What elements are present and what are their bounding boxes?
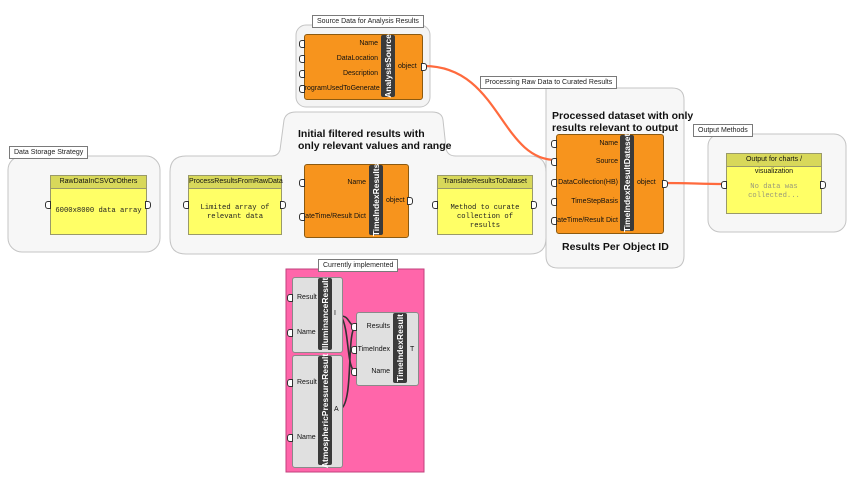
analysis-source-output-object[interactable]: object bbox=[398, 63, 417, 70]
panel-translate-input-grip[interactable] bbox=[432, 201, 438, 209]
dataset-input-dict[interactable]: DateTime/Result Dict bbox=[552, 217, 618, 224]
analysis-source-input-description[interactable]: Description bbox=[342, 70, 378, 77]
panel-output[interactable]: Output for charts / visualization No dat… bbox=[726, 153, 822, 214]
component-time-index-result-title-bar: TimeIndexResult bbox=[393, 313, 407, 383]
panel-raw-data[interactable]: RawDataInCSVOrOthers 6000x8000 data arra… bbox=[50, 175, 147, 235]
component-time-index-results-title: TimeIndexResults bbox=[371, 163, 381, 237]
group-output-tab: Output Methods bbox=[693, 124, 753, 137]
component-illuminance-result[interactable] bbox=[292, 277, 343, 353]
atmospheric-grip-2[interactable] bbox=[287, 434, 293, 442]
panel-output-input-grip[interactable] bbox=[721, 181, 727, 189]
group-implemented-tab: Currently implemented bbox=[318, 259, 399, 272]
illuminance-input-result[interactable]: Result bbox=[297, 294, 317, 301]
group-processing-title-line1: Processed dataset with only bbox=[552, 110, 694, 122]
component-time-index-result-title: TimeIndexResult bbox=[395, 314, 405, 382]
time-index-result-input-timeindex[interactable]: TimeIndex bbox=[357, 346, 390, 353]
dataset-output-object[interactable]: object bbox=[637, 179, 656, 186]
group-processing-tab: Processing Raw Data to Curated Results bbox=[480, 76, 618, 89]
panel-output-text: No data was collected... bbox=[748, 183, 800, 200]
component-illuminance-result-title: IlluminanceResult bbox=[320, 277, 330, 351]
analysis-source-grip-1[interactable] bbox=[299, 40, 305, 48]
dataset-input-datacollection[interactable]: DataCollection(HB) bbox=[558, 179, 618, 186]
wire-dataset-to-output bbox=[661, 181, 725, 186]
time-index-results-grip-1[interactable] bbox=[299, 179, 305, 187]
component-time-index-result-dataset[interactable] bbox=[556, 134, 664, 234]
component-atmospheric-pressure-result-title: AtmosphericPressureResult bbox=[320, 353, 330, 468]
component-atmospheric-pressure-result-title-bar: AtmosphericPressureResult bbox=[318, 353, 332, 468]
panel-process-raw-line2: relevant data bbox=[206, 213, 264, 221]
analysis-source-grip-4[interactable] bbox=[299, 85, 305, 93]
group-processing-title-line2: results relevant to output bbox=[552, 122, 679, 134]
time-index-result-grip-1[interactable] bbox=[351, 323, 357, 331]
dataset-grip-1[interactable] bbox=[551, 140, 557, 148]
panel-process-raw-header: ProcessResultsFromRawData bbox=[189, 176, 283, 189]
group-processing-footer: Results Per Object ID bbox=[562, 241, 669, 253]
analysis-source-input-datalocation[interactable]: DataLocation bbox=[336, 55, 378, 62]
illuminance-input-name[interactable]: Name bbox=[297, 329, 316, 336]
time-index-result-output-t[interactable]: T bbox=[410, 346, 415, 353]
panel-translate-line1: Method to curate bbox=[450, 204, 520, 212]
dataset-grip-2[interactable] bbox=[551, 158, 557, 166]
time-index-result-input-name[interactable]: Name bbox=[371, 368, 390, 375]
time-index-results-input-dict[interactable]: DateTime/Result Dict bbox=[300, 213, 366, 220]
illuminance-output-i[interactable]: I bbox=[334, 310, 336, 317]
component-time-index-results[interactable] bbox=[304, 164, 409, 238]
panel-raw-data-header: RawDataInCSVOrOthers bbox=[51, 176, 146, 189]
panel-output-output-grip[interactable] bbox=[820, 181, 826, 189]
panel-translate-line2: collection of results bbox=[456, 213, 514, 230]
time-index-result-input-results[interactable]: Results bbox=[366, 323, 390, 330]
component-analysis-source-title: AnalysisSource bbox=[383, 34, 393, 98]
group-filter-title-line1: Initial filtered results with bbox=[298, 128, 425, 140]
analysis-source-grip-3[interactable] bbox=[299, 70, 305, 78]
group-filter-title-line2: only relevant values and range bbox=[298, 140, 452, 152]
atmospheric-output-a[interactable]: A bbox=[334, 406, 339, 413]
component-illuminance-result-title-bar: IlluminanceResult bbox=[318, 278, 332, 350]
analysis-source-input-program[interactable]: ProgramUsedToGenerate bbox=[300, 85, 380, 92]
time-index-results-grip-2[interactable] bbox=[299, 213, 305, 221]
panel-process-raw[interactable]: ProcessResultsFromRawData Limited array … bbox=[188, 175, 283, 235]
time-index-result-grip-2[interactable] bbox=[351, 346, 357, 354]
atmospheric-input-name[interactable]: Name bbox=[297, 434, 316, 441]
component-time-index-result[interactable] bbox=[356, 312, 419, 386]
component-time-index-results-title-bar: TimeIndexResults bbox=[369, 163, 383, 237]
time-index-result-grip-3[interactable] bbox=[351, 368, 357, 376]
dataset-input-source[interactable]: Source bbox=[595, 158, 618, 165]
panel-process-raw-output-grip[interactable] bbox=[280, 201, 286, 209]
component-analysis-source[interactable] bbox=[304, 34, 423, 100]
time-index-results-output-object[interactable]: object bbox=[386, 197, 405, 204]
atmospheric-input-result[interactable]: Result bbox=[297, 379, 317, 386]
dataset-grip-4[interactable] bbox=[551, 198, 557, 206]
time-index-results-output-grip[interactable] bbox=[407, 197, 413, 205]
panel-process-raw-line1: Limited array of bbox=[200, 204, 270, 212]
panel-raw-data-output-grip[interactable] bbox=[145, 201, 151, 209]
panel-process-raw-input-grip[interactable] bbox=[183, 201, 189, 209]
time-index-results-input-name[interactable]: Name bbox=[347, 179, 366, 186]
dataset-grip-3[interactable] bbox=[551, 179, 557, 187]
analysis-source-output-grip[interactable] bbox=[421, 63, 427, 71]
analysis-source-grip-2[interactable] bbox=[299, 55, 305, 63]
illuminance-grip-1[interactable] bbox=[287, 294, 293, 302]
group-source-tab: Source Data for Analysis Results bbox=[312, 15, 424, 28]
component-time-index-result-dataset-title-bar: TimeIndexResultDataset bbox=[620, 133, 634, 233]
component-time-index-result-dataset-title: TimeIndexResultDataset bbox=[622, 133, 632, 233]
panel-output-header: Output for charts / visualization bbox=[727, 154, 821, 175]
dataset-grip-5[interactable] bbox=[551, 217, 557, 225]
panel-translate-output-grip[interactable] bbox=[531, 201, 537, 209]
panel-raw-data-input-grip[interactable] bbox=[45, 201, 51, 209]
dataset-input-name[interactable]: Name bbox=[599, 140, 618, 147]
dataset-output-grip[interactable] bbox=[662, 180, 668, 188]
group-storage-tab: Data Storage Strategy bbox=[9, 146, 89, 159]
dataset-input-timestepbasis[interactable]: TimeStepBasis bbox=[571, 198, 618, 205]
analysis-source-input-name[interactable]: Name bbox=[359, 40, 378, 47]
atmospheric-grip-1[interactable] bbox=[287, 379, 293, 387]
component-analysis-source-title-bar: AnalysisSource bbox=[381, 34, 395, 98]
panel-translate[interactable]: TranslateResultsToDataset Method to cura… bbox=[437, 175, 533, 235]
component-atmospheric-pressure-result[interactable] bbox=[292, 355, 343, 468]
panel-translate-header: TranslateResultsToDataset bbox=[438, 176, 532, 189]
illuminance-grip-2[interactable] bbox=[287, 329, 293, 337]
panel-raw-data-text: 6000x8000 data array bbox=[55, 207, 142, 215]
